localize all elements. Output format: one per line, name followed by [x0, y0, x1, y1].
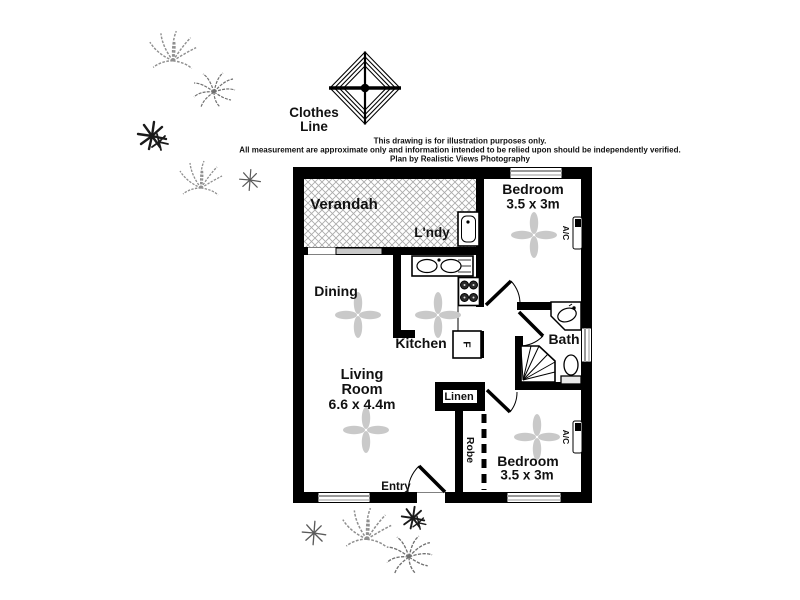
door-bedroom-top — [484, 279, 521, 307]
clothes-line-icon — [329, 51, 401, 125]
ceiling-fan-icon — [511, 212, 557, 258]
laundry-label: L'ndy — [414, 225, 450, 240]
verandah-hatch — [301, 176, 479, 250]
ceiling-fan-icon — [343, 407, 389, 453]
plant-icon — [301, 520, 327, 546]
plant-icon — [386, 535, 433, 575]
fridge-label: F — [461, 341, 473, 348]
ac-unit-bedroom-top — [572, 216, 583, 250]
ac-unit-bedroom-bottom — [572, 420, 583, 454]
windows — [308, 167, 592, 504]
robe-label: Robe — [464, 437, 476, 463]
verandah-label: Verandah — [310, 196, 378, 213]
kitchen-sink — [411, 255, 474, 277]
bedroom-top-label: Bedroom — [502, 181, 563, 197]
bedroom-top-size: 3.5 x 3m — [506, 197, 559, 212]
window-bath — [581, 327, 592, 363]
bedroom-bottom-size: 3.5 x 3m — [500, 468, 553, 483]
entry-opening — [417, 492, 445, 504]
plant-icon — [193, 72, 236, 108]
ac-label-bedroom-bottom: A/C — [561, 430, 571, 445]
plant-icon — [148, 30, 198, 70]
plant-icon — [179, 160, 223, 196]
corner-shower — [520, 345, 556, 383]
living-room-label-2: Room — [341, 382, 382, 398]
window-verandah — [335, 247, 383, 255]
disclaimer-line-1: This drawing is for illustration purpose… — [374, 137, 547, 146]
clothes-line-label: Line — [300, 119, 328, 134]
bedroom-bottom-label: Bedroom — [497, 453, 558, 469]
kitchen-label: Kitchen — [395, 335, 446, 351]
window-living — [317, 492, 371, 503]
bath-vanity — [550, 301, 582, 331]
doors — [407, 279, 545, 494]
fridge-space — [452, 330, 482, 359]
clothes-line-label: Clothes — [289, 105, 339, 120]
disclaimer-line-3: Plan by Realistic Views Photography — [390, 155, 530, 164]
verandah-opening — [308, 247, 336, 255]
plant-icon — [341, 506, 393, 549]
window-bedroom-bottom — [506, 492, 562, 503]
door-bedroom-bottom — [485, 388, 518, 414]
laundry-trough — [457, 211, 480, 247]
linen-label: Linen — [444, 391, 474, 403]
plant-icon — [400, 505, 427, 531]
disclaimer: This drawing is for illustration purpose… — [239, 137, 680, 164]
fixtures — [411, 211, 583, 454]
plant-icon — [136, 120, 170, 152]
entry-label: Entry — [381, 481, 411, 493]
ac-label-bedroom-top: A/C — [561, 226, 571, 241]
door-entry — [407, 464, 447, 494]
disclaimer-line-2: All measurement are approximate only and… — [239, 146, 680, 155]
window-bedroom-top — [509, 167, 563, 179]
plant-icon — [239, 169, 261, 191]
room-labels: Verandah L'ndy Bedroom 3.5 x 3m A/C Dini… — [310, 181, 579, 493]
living-room-label-1: Living — [341, 367, 384, 383]
dining-label: Dining — [314, 283, 358, 299]
stove-cooktop — [457, 276, 481, 307]
living-room-size: 6.6 x 4.4m — [329, 396, 396, 412]
toilet — [560, 354, 582, 385]
bath-label: Bath — [548, 331, 579, 347]
